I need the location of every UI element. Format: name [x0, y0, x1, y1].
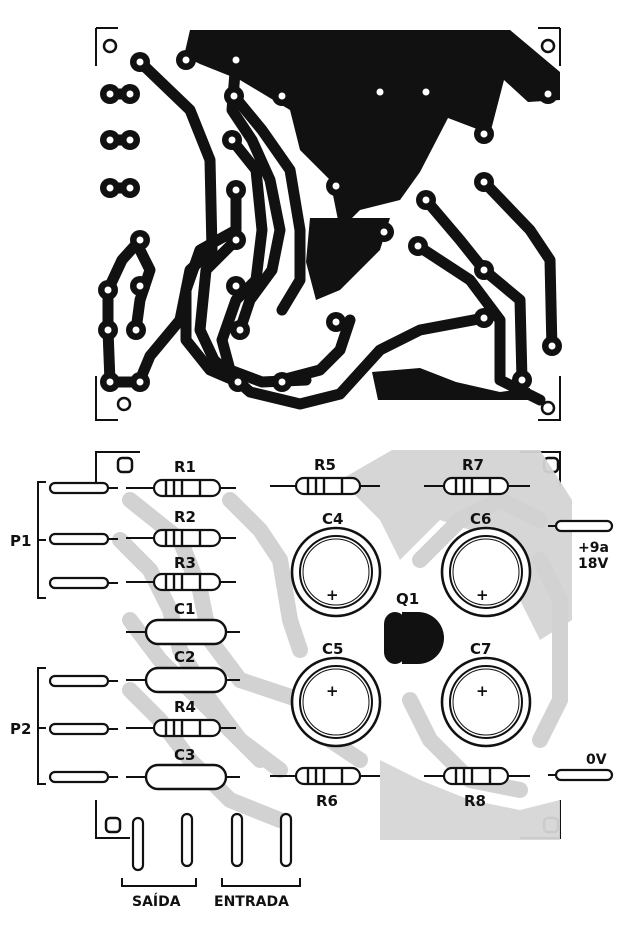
label-r2: R2 [174, 508, 196, 526]
label-c7: C7 [470, 640, 491, 658]
capacitor-c1 [126, 618, 240, 646]
label-c1: C1 [174, 600, 195, 618]
supply-wires [548, 519, 614, 782]
label-c2: C2 [174, 648, 195, 666]
label-r7: R7 [462, 456, 484, 474]
label-r5: R5 [314, 456, 336, 474]
capacitor-c6 [440, 526, 532, 618]
label-supply-line2: 18V [578, 556, 608, 572]
copper-pads [98, 50, 562, 392]
component-labels: R1 R2 R3 R4 R5 R6 R7 R8 C1 C2 C3 C4 C5 C… [10, 456, 609, 910]
p2-bracket [37, 667, 46, 785]
resistor-r5 [270, 476, 380, 496]
mount-hole [540, 38, 556, 54]
label-p1: P1 [10, 532, 31, 550]
mount-hole [116, 396, 132, 412]
resistor-r6 [270, 766, 380, 786]
label-r8: R8 [464, 792, 486, 810]
mount-hole [540, 400, 556, 416]
label-p2: P2 [10, 720, 31, 738]
capacitor-c5 [290, 656, 382, 748]
capacitor-c3 [126, 763, 240, 791]
mount-hole [102, 38, 118, 54]
label-c3: C3 [174, 746, 195, 764]
capacitor-c2 [126, 666, 240, 694]
jumper-wires-left [48, 481, 118, 784]
label-entrada: ENTRADA [214, 894, 289, 910]
resistor-r1 [126, 478, 236, 498]
component-layout: R1 R2 R3 R4 R5 R6 R7 R8 C1 C2 C3 C4 C5 C… [10, 450, 614, 910]
label-c4: C4 [322, 510, 343, 528]
c6-plus: + [476, 586, 489, 604]
resistor-r8 [424, 766, 530, 786]
label-c6: C6 [470, 510, 491, 528]
c4-plus: + [326, 586, 339, 604]
label-r3: R3 [174, 554, 196, 572]
copper-layout [95, 27, 562, 421]
label-ground: 0V [586, 752, 607, 768]
transistor-q1 [402, 612, 444, 664]
label-c5: C5 [322, 640, 343, 658]
capacitor-c4 [290, 526, 382, 618]
mount-hole [104, 816, 122, 834]
mount-hole [116, 456, 134, 474]
c7-plus: + [476, 682, 489, 700]
output-input-wires [121, 812, 301, 887]
resistor-r2 [126, 528, 236, 548]
label-q1: Q1 [396, 590, 419, 608]
label-r1: R1 [174, 458, 196, 476]
resistor-r3 [126, 572, 236, 592]
label-supply-line1: +9a [578, 540, 609, 556]
label-saida: SAÍDA [132, 893, 181, 910]
p1-bracket [37, 481, 46, 599]
c5-plus: + [326, 682, 339, 700]
label-r4: R4 [174, 698, 196, 716]
resistor-r7 [424, 476, 530, 496]
capacitor-c7 [440, 656, 532, 748]
resistor-r4 [126, 718, 236, 738]
label-r6: R6 [316, 792, 338, 810]
